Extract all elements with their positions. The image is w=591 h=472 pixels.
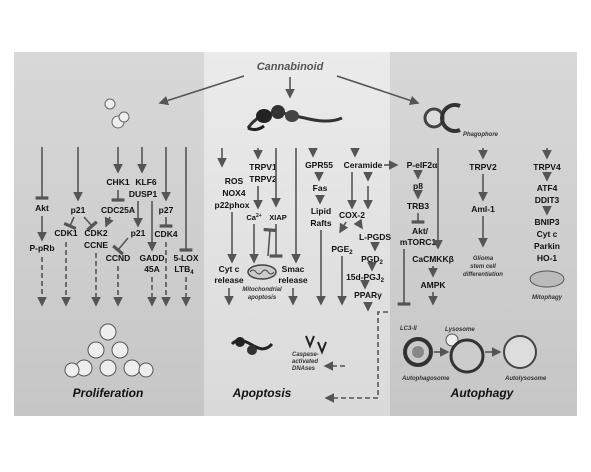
- ca-superscript: 2+: [256, 213, 262, 219]
- chk1-label: CHK1: [106, 177, 129, 187]
- ccnd-label: CCND: [106, 253, 131, 263]
- autophagosome-icon: [403, 333, 537, 374]
- ddit3-label: DDIT3: [535, 195, 560, 205]
- receptor-icon: [246, 105, 343, 132]
- ccne-label: CCNE: [84, 240, 108, 250]
- lipid-rafts-label-2: Rafts: [310, 218, 332, 228]
- camkk-label: CaCMKKβ: [412, 254, 454, 264]
- lc3-label: LC3-II: [400, 326, 417, 332]
- apoptosis-pathways: ROS NOX4 p22phox TRPV1 TRPV2 Ca2+ XIAP C…: [214, 148, 399, 400]
- pgj-subscript: 2: [381, 278, 385, 284]
- xiap-label: XIAP: [269, 213, 287, 222]
- caspase-label-1: Caspase-: [292, 352, 319, 358]
- proliferation-pathways: Akt P-pRb p21 CDK1 CDK2 CCNE CHK1 CDC25A…: [29, 147, 199, 400]
- pgd-label: PGD: [361, 254, 379, 264]
- cytc-release-label-2: release: [214, 275, 244, 285]
- mito-apoptosis-label-2: apoptosis: [248, 295, 277, 301]
- ho1-label: HO-1: [537, 253, 558, 263]
- nox4-label: NOX4: [222, 188, 245, 198]
- aml1-label: Aml-1: [471, 204, 495, 214]
- cdk1-label: CDK1: [54, 228, 77, 238]
- caspase-label-2: activated: [292, 359, 318, 365]
- pgj-label: 15d-PGJ: [346, 272, 381, 282]
- autophagy-heading: Autophagy: [450, 386, 515, 400]
- ceramide-label: Ceramide: [344, 160, 383, 170]
- svg-text:15d-PGJ2: 15d-PGJ2: [346, 272, 385, 284]
- cdk2-label: CDK2: [84, 228, 107, 238]
- trpv2-label: TRPV2: [249, 174, 277, 184]
- akt-mtorc1-label-2: mTORC1: [400, 237, 436, 247]
- bnip3-label: BNIP3: [534, 217, 559, 227]
- cdc25a-label: CDC25A: [101, 205, 135, 215]
- ca-label: Ca: [246, 213, 256, 222]
- dusp1-label: DUSP1: [129, 189, 158, 199]
- smac-release-label-1: Smac: [282, 264, 305, 274]
- glioma-label-1: Glioma: [473, 256, 494, 262]
- cell-icon: [104, 98, 130, 129]
- parkin-label: Parkin: [534, 241, 560, 251]
- svg-text:Ca2+: Ca2+: [246, 213, 261, 222]
- cytc-release-label-1: Cyt c: [219, 264, 240, 274]
- p21-label: p21: [71, 205, 86, 215]
- dna-icon: [230, 335, 327, 355]
- pge-subscript: 2: [349, 250, 353, 256]
- ros-label: ROS: [225, 176, 244, 186]
- cell-cluster-icon: [64, 323, 154, 378]
- gadd-label: GADD: [139, 253, 164, 263]
- cdk4-label: CDK4: [154, 229, 177, 239]
- atf4-label: ATF4: [537, 183, 558, 193]
- fas-label: Fas: [313, 183, 328, 193]
- lipid-rafts-label-1: Lipid: [311, 206, 331, 216]
- glioma-label-2: stem cell: [470, 264, 496, 270]
- caspase-label-3: DNAses: [292, 366, 316, 372]
- trpv2-autophagy-label: TRPV2: [469, 162, 497, 172]
- autophagy-to-apoptosis-arrow: [324, 311, 388, 403]
- p8-label: p8: [413, 181, 423, 191]
- proliferation-heading: Proliferation: [73, 386, 144, 400]
- p21-b-label: p21: [131, 228, 146, 238]
- trpv4-label: TRPV4: [533, 162, 561, 172]
- pgd-subscript: 2: [380, 260, 384, 266]
- 5-lox-label: 5-LOX: [173, 253, 198, 263]
- p-prb-label: P-pRb: [29, 243, 54, 253]
- title-cannabinoid: Cannabinoid: [257, 61, 324, 73]
- klf6-label: KLF6: [135, 177, 157, 187]
- autophagy-pathways: P-eIF2α p8 TRB3 Akt/ mTORC1 CaCMKKβ AMPK…: [397, 148, 565, 400]
- autolysosome-label: Autolysosome: [504, 376, 547, 382]
- p-eif2a-label: P-eIF2α: [407, 160, 439, 170]
- smac-release-label-2: release: [278, 275, 308, 285]
- lysosome-label: Lysosome: [445, 327, 475, 333]
- autophagosome-label: Autophagosome: [401, 376, 450, 382]
- trb3-label: TRB3: [407, 201, 429, 211]
- apoptosis-heading: Apoptosis: [232, 386, 292, 400]
- cytc-label: Cyt c: [537, 229, 558, 239]
- gpr55-label: GPR55: [305, 160, 333, 170]
- phagophore-icon: Phagophore: [423, 103, 499, 138]
- svg-text:PGD2: PGD2: [361, 254, 383, 266]
- mitophagy-label: Mitophagy: [532, 295, 563, 301]
- ppar-label: PPARγ: [354, 290, 382, 300]
- pge-label: PGE: [331, 244, 349, 254]
- ampk-label: AMPK: [420, 280, 446, 290]
- svg-text:LTB4: LTB4: [174, 264, 194, 276]
- trpv1-label: TRPV1: [249, 162, 277, 172]
- mito-apoptosis-label-1: Mitochondrial: [242, 287, 282, 293]
- akt-label: Akt: [35, 203, 49, 213]
- ltb4-subscript: 4: [190, 270, 194, 276]
- svg-text:PGE2: PGE2: [331, 244, 353, 256]
- p27-label: p27: [159, 205, 174, 215]
- gadd-45a-label: 45A: [144, 264, 160, 274]
- akt-mtorc1-label-1: Akt/: [412, 226, 429, 236]
- p22phox-label: p22phox: [215, 200, 250, 210]
- cox2-label: COX-2: [339, 210, 365, 220]
- glioma-label-3: differentiation: [463, 272, 503, 278]
- ltb4-label: LTB: [174, 264, 190, 274]
- mitophagy-icon: [529, 270, 565, 288]
- l-pgds-label: L-PGDS: [359, 232, 391, 242]
- phagophore-label: Phagophore: [463, 132, 499, 138]
